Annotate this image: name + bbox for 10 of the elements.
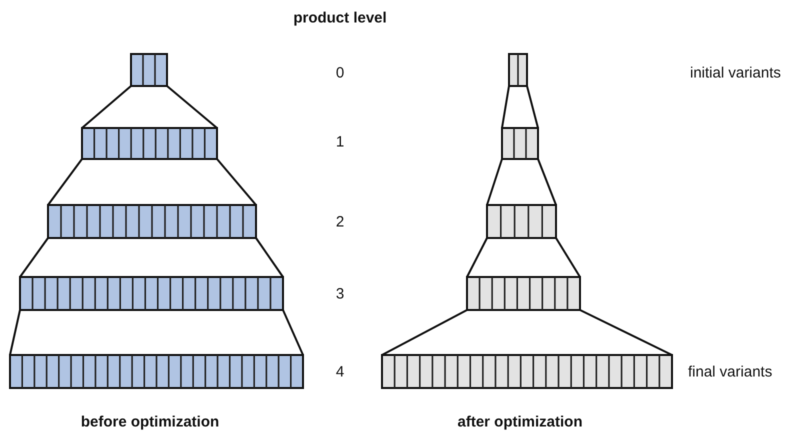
caption: before optimization xyxy=(80,414,220,430)
annotation: final variants xyxy=(688,364,772,380)
level-number: 0 xyxy=(336,64,344,82)
axis-title: product level xyxy=(293,10,387,26)
level-number: 4 xyxy=(336,364,344,380)
level-number: 3 xyxy=(336,286,344,302)
caption: after optimization xyxy=(458,414,582,430)
annotation: initial variants xyxy=(690,64,781,82)
level-number: 1 xyxy=(336,134,344,150)
level-number: 2 xyxy=(336,214,344,230)
